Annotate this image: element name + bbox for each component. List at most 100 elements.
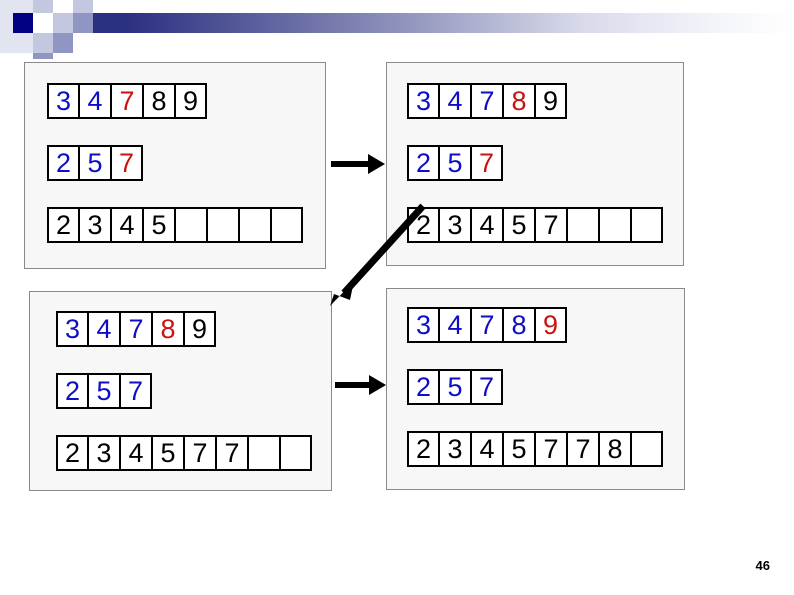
array-cell: 8 [599,431,631,467]
array-cell-empty [175,207,207,243]
array-cell: 8 [503,307,535,343]
header-square-white-3 [73,33,93,53]
header-square-mid-3 [33,53,53,59]
header-square-pale-2 [0,13,13,33]
array-cell: 3 [47,83,79,119]
array-cell: 4 [439,83,471,119]
array-cell: 5 [439,145,471,181]
header-square-navy [13,13,33,33]
page-number: 46 [755,558,770,573]
array-cell: 7 [111,145,143,181]
array-cell: 7 [120,311,152,347]
header-decoration [0,0,794,59]
array-cell: 7 [535,431,567,467]
array-cell: 8 [503,83,535,119]
arrow-shaft [335,382,370,388]
array-cell: 2 [56,435,88,471]
array-cell: 2 [47,207,79,243]
array-cell: 5 [439,369,471,405]
arrow-shaft [341,203,426,296]
header-square-mid-1 [73,13,93,33]
array-cell: 7 [216,435,248,471]
array-cell: 3 [79,207,111,243]
array-cell-empty [567,207,599,243]
header-square-light-1 [33,0,53,13]
array-cell: 3 [439,207,471,243]
array-cell-empty [631,431,663,467]
arrow-head [369,375,386,395]
array-cell: 7 [567,431,599,467]
array-cell: 7 [471,83,503,119]
array-cell: 4 [120,435,152,471]
header-square-light-3 [53,13,73,33]
header-square-white-2 [33,13,53,33]
array-cell: 2 [407,431,439,467]
array-cell: 4 [111,207,143,243]
header-square-mid-2 [53,33,73,53]
arrow-step2-to-step3 [320,198,430,308]
array-cell-empty [599,207,631,243]
array-cell: 7 [471,307,503,343]
array-cell-empty [280,435,312,471]
array-cell: 8 [143,83,175,119]
array-cell: 4 [471,431,503,467]
array-cell: 3 [56,311,88,347]
array-cell-empty [248,435,280,471]
array-cell-empty [207,207,239,243]
header-square-light-4 [33,33,53,53]
arrow-head [368,154,385,174]
array-cell: 9 [175,83,207,119]
array-cell: 5 [503,431,535,467]
array-cell: 7 [535,207,567,243]
arrow-head [330,281,354,306]
array-cell: 2 [407,369,439,405]
array-cell: 5 [143,207,175,243]
array-cell: 5 [88,373,120,409]
header-square-white-1 [53,0,73,13]
array-cell: 3 [88,435,120,471]
array-cell: 7 [120,373,152,409]
array-cell: 7 [111,83,143,119]
array-cell: 9 [184,311,216,347]
header-square-pale-1 [0,0,33,13]
array-cell: 4 [79,83,111,119]
array-cell: 3 [407,83,439,119]
array-cell: 2 [47,145,79,181]
array-cell: 4 [88,311,120,347]
array-cell: 5 [79,145,111,181]
array-cell: 2 [56,373,88,409]
array-cell: 7 [471,145,503,181]
header-square-pale-3 [0,33,33,53]
array-cell-empty [239,207,271,243]
array-cell: 8 [152,311,184,347]
arrow-shaft [331,161,369,167]
array-cell: 5 [503,207,535,243]
array-cell-empty [271,207,303,243]
header-gradient-band [33,13,794,33]
array-cell: 2 [407,145,439,181]
array-cell: 9 [535,83,567,119]
array-cell: 4 [471,207,503,243]
array-cell: 4 [439,307,471,343]
header-square-white-4 [0,53,33,56]
array-cell: 3 [407,307,439,343]
array-cell: 7 [471,369,503,405]
header-square-light-2 [73,0,93,13]
array-cell: 7 [184,435,216,471]
